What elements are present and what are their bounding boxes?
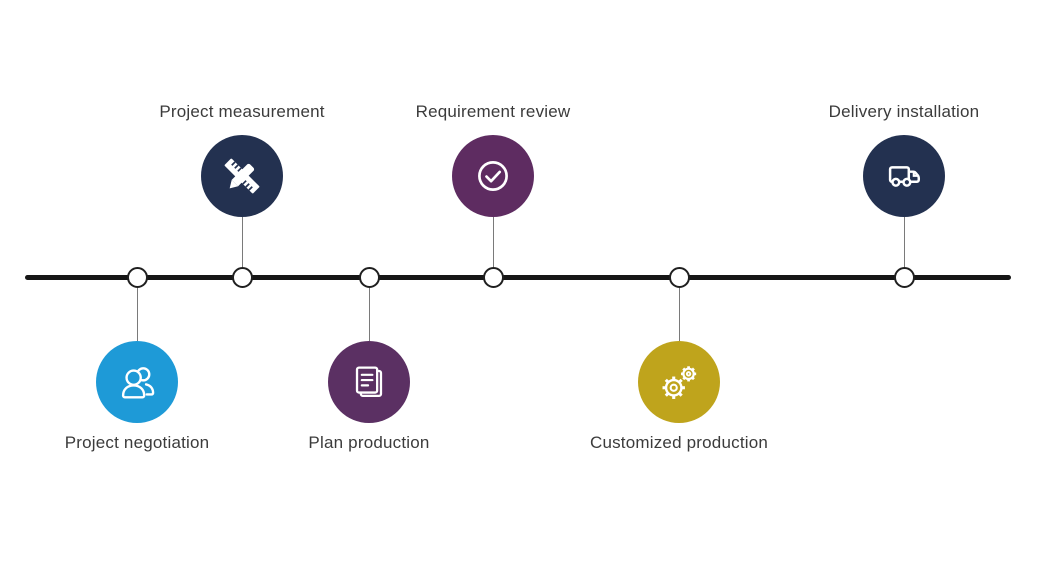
connector-line: [678, 288, 680, 341]
connector-line: [492, 216, 494, 268]
step-icon-circle: [452, 135, 534, 217]
timeline-axis: [25, 275, 1011, 280]
connector-line: [368, 288, 370, 341]
gears-icon: [662, 366, 697, 399]
timeline-node: [668, 267, 690, 288]
step-label: Delivery installation: [828, 102, 980, 121]
timeline-node: [126, 267, 148, 288]
check-circle-icon: [478, 161, 508, 191]
connector-line: [136, 288, 138, 341]
people-icon: [121, 367, 155, 399]
step-label: Project negotiation: [64, 433, 210, 452]
timeline-node: [482, 267, 504, 288]
step-label: Project measurement: [159, 102, 325, 121]
step-label: Plan production: [308, 433, 430, 452]
step-icon-circle: [638, 341, 720, 423]
step-icon-circle: [328, 341, 410, 423]
step-icon-circle: [863, 135, 945, 217]
step-label: Customized production: [589, 433, 769, 452]
connector-line: [903, 216, 905, 268]
step-icon-circle: [201, 135, 283, 217]
connector-line: [241, 216, 243, 268]
timeline-node: [358, 267, 380, 288]
ruler-pencil-icon: [224, 158, 260, 194]
timeline-node: [893, 267, 915, 288]
timeline-node: [231, 267, 253, 288]
step-icon-circle: [96, 341, 178, 423]
truck-icon: [888, 166, 921, 187]
step-label: Requirement review: [415, 102, 571, 121]
documents-icon: [355, 366, 383, 398]
